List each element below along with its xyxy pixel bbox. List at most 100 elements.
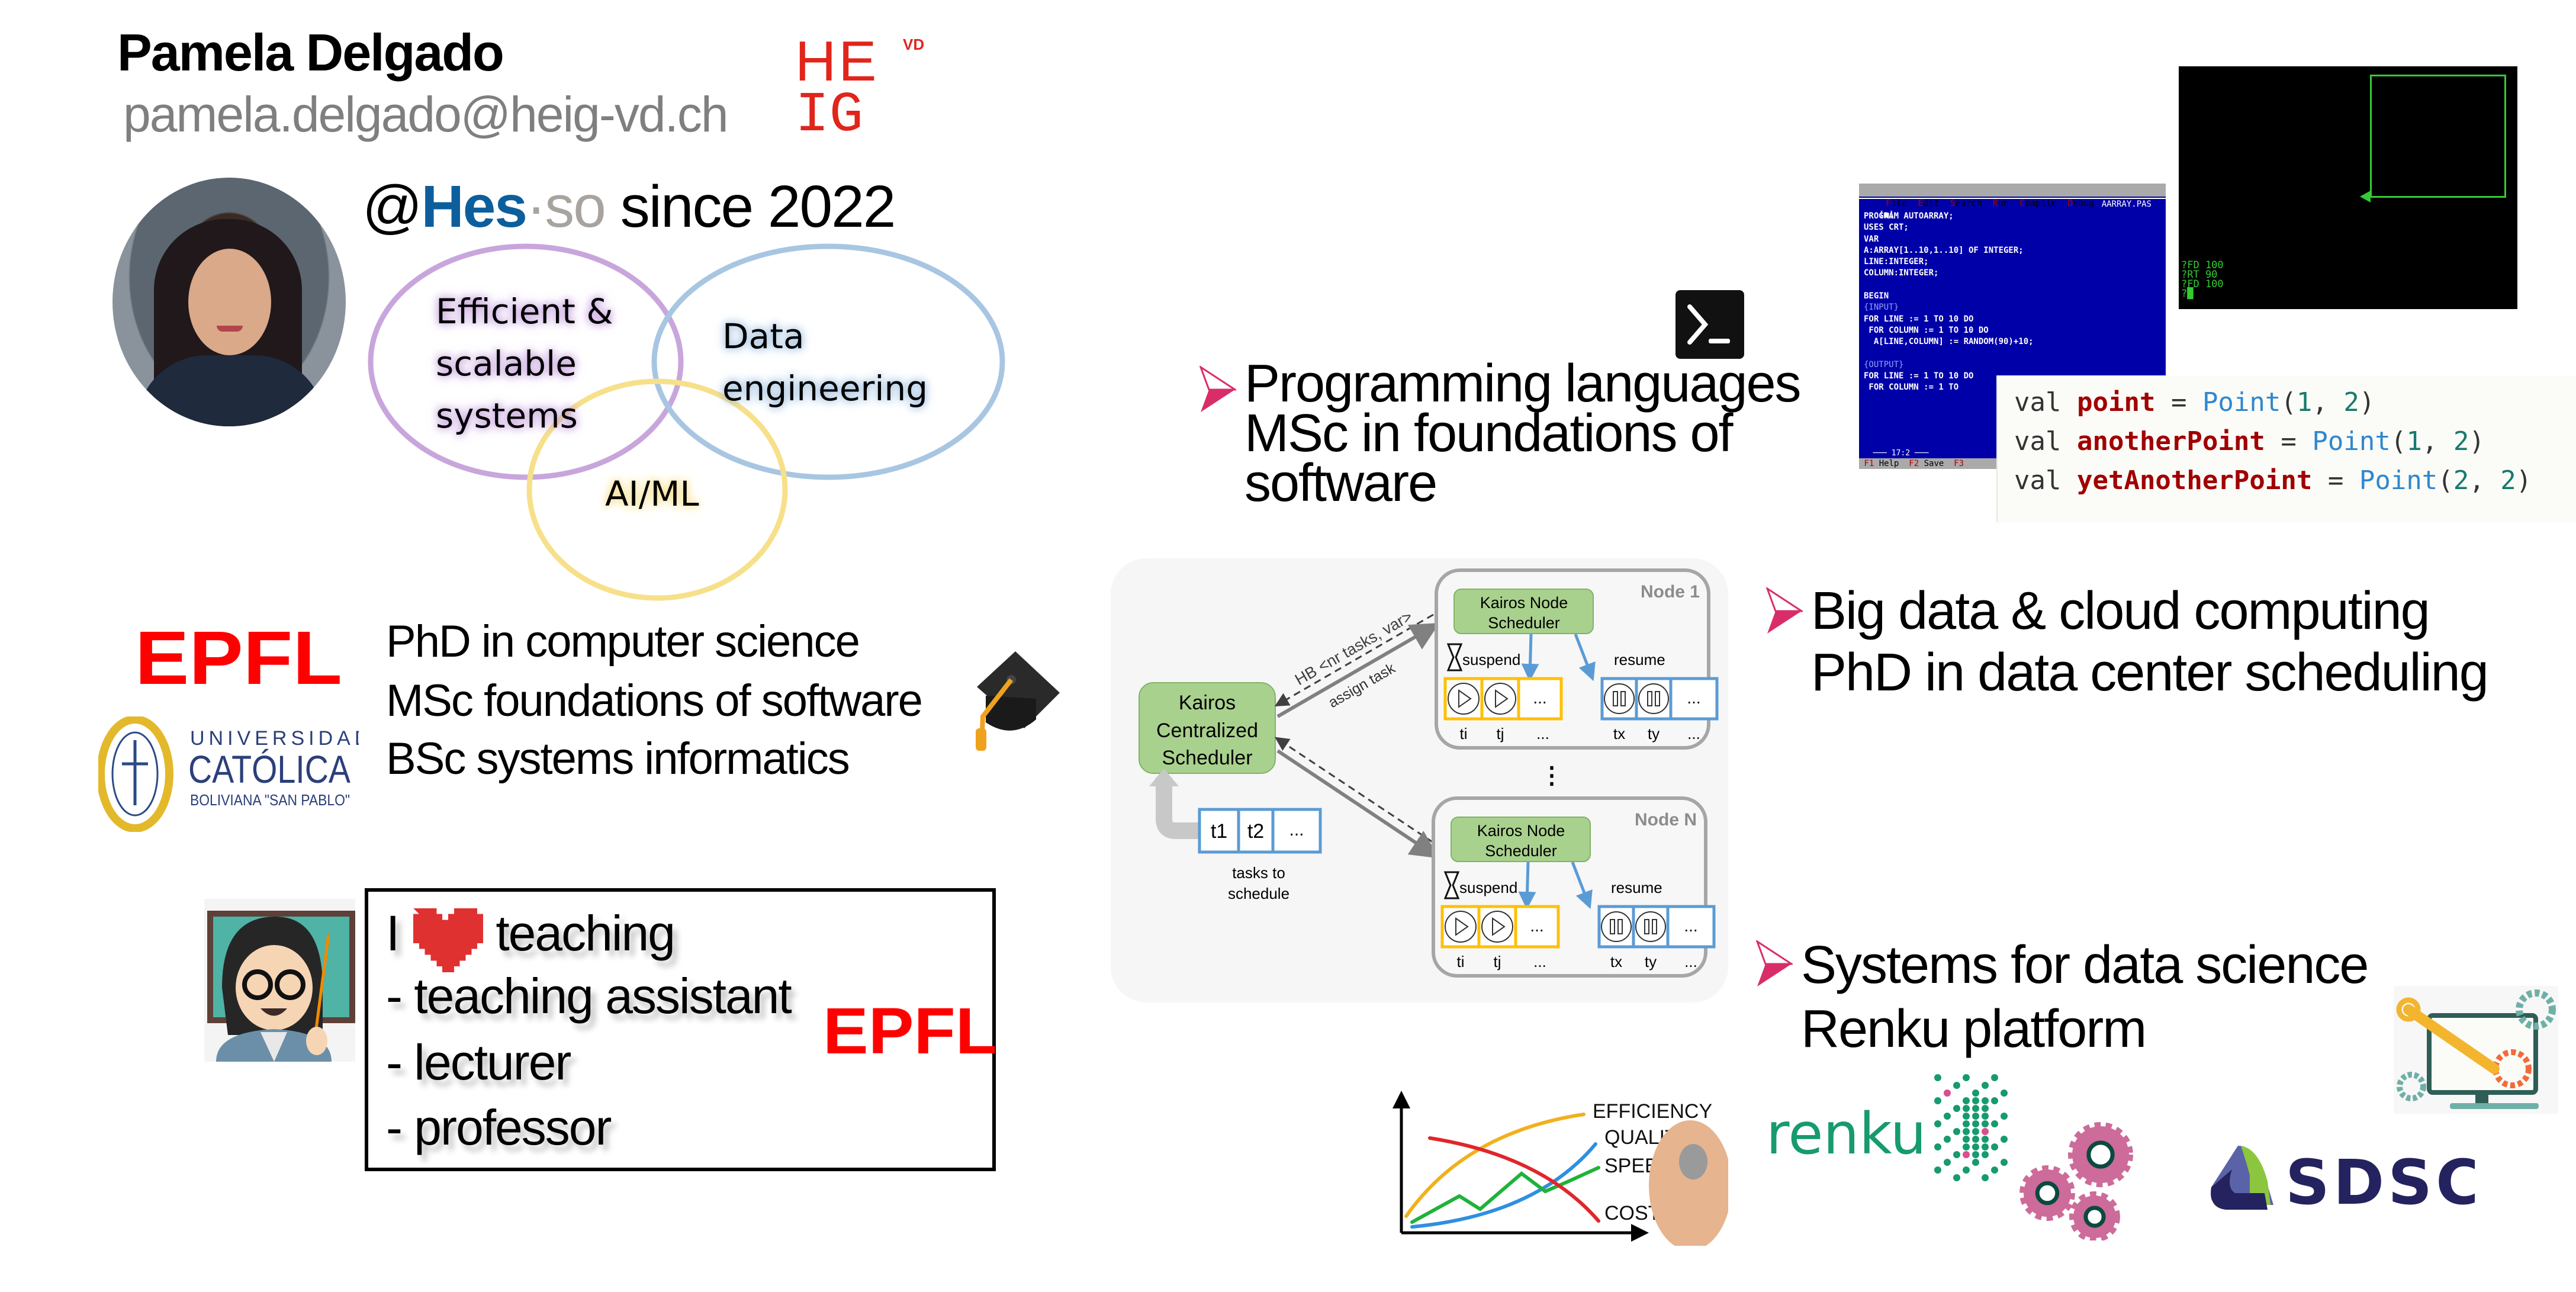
teaching-i: I	[386, 905, 400, 962]
pause-icon	[1635, 911, 1666, 942]
paused-task-label: ...	[1687, 725, 1700, 743]
turtle-drawn-square	[2370, 75, 2506, 198]
renku-dot	[1963, 1151, 1970, 1158]
renku-dot	[2001, 1136, 2008, 1143]
suspend-arrow	[1521, 634, 1539, 682]
play-icon	[1484, 683, 1516, 715]
pascal-titlebar: [■] AARRAY.PAS	[1859, 198, 2166, 220]
venn-label-efficient-systems: Efficient & scalable systems	[436, 285, 613, 442]
pascal-menu-item[interactable]: Search	[1944, 198, 1988, 208]
suspend-arrow	[1518, 862, 1536, 909]
running-task-label: ...	[1536, 725, 1549, 743]
pascal-fkey[interactable]: F2 Save	[1903, 459, 1949, 468]
trend-line-cost	[1428, 1136, 1600, 1223]
renku-dot	[1982, 1151, 1989, 1158]
topic-line: MSc in foundations of	[1244, 404, 1734, 463]
running-task-label: tj	[1497, 725, 1504, 743]
central-scheduler-box	[1139, 682, 1276, 774]
gears-icon	[2019, 1122, 2133, 1240]
pascal-menu-item[interactable]: Edit	[1912, 198, 1945, 208]
renku-dot	[1963, 1136, 1970, 1143]
profile-photo	[112, 178, 346, 426]
heig-logo-superscript: VD	[903, 36, 924, 53]
renku-dot	[2001, 1159, 2008, 1166]
logo-turtle-screenshot: ?FD 100?RT 90?FD 100?█	[2179, 66, 2517, 309]
paused-task-slot	[1635, 677, 1673, 721]
renku-dot	[1953, 1151, 1960, 1158]
since-year: since 2022	[604, 173, 896, 240]
hes-so-affiliation: @Hes·so since 2022	[362, 173, 896, 241]
queue-slot	[1271, 808, 1322, 854]
topic-text: Big data & cloud computing PhD in data c…	[1811, 580, 2489, 703]
terminal-icon	[1675, 290, 1744, 359]
renku-dot	[1963, 1074, 1970, 1081]
renku-dot	[1991, 1120, 1998, 1127]
education-phd: PhD in computer science	[386, 616, 860, 667]
renku-dot	[1934, 1143, 1941, 1150]
venn-label-line: scalable	[436, 343, 577, 384]
renku-dot	[1934, 1097, 1941, 1104]
pascal-code-line: FOR COLUMN := 1 TO	[1864, 383, 1959, 393]
resume-label: resume	[1614, 651, 1665, 669]
renku-dot	[1944, 1089, 1951, 1097]
queue-task: t2	[1247, 820, 1264, 843]
renku-dot	[1963, 1105, 1970, 1112]
renku-dot	[1982, 1105, 1989, 1112]
teaching-role: - lecturer	[386, 1034, 571, 1090]
venn-circle-ai-ml	[526, 378, 788, 601]
assign-arrow-node1	[1276, 622, 1440, 718]
presenter-email[interactable]: pamela.delgado@heig-vd.ch	[123, 86, 729, 142]
running-task-slot	[1514, 905, 1560, 949]
logo-command-line: ?FD 100	[2181, 259, 2224, 271]
heartbeat-arrow-noden	[1275, 737, 1434, 844]
hes-so-logo-dot: ·	[526, 173, 546, 240]
queue-feed-arrow	[1156, 777, 1199, 839]
pascal-menu-item[interactable]: Compile	[2014, 198, 2063, 208]
pascal-menu-item[interactable]: File	[1880, 198, 1913, 208]
heig-logo-line1: HE	[795, 34, 879, 93]
scala-line: val anotherPoint = Point(1, 2)	[2014, 426, 2485, 457]
renku-dot	[1991, 1097, 1998, 1104]
pascal-code-line: COLUMN:INTEGER;	[1864, 268, 1939, 278]
running-task-slot	[1477, 905, 1517, 949]
heig-vd-logo: HE IG VD	[795, 30, 931, 147]
queue-task: t1	[1211, 820, 1227, 843]
trend-line-efficiency	[1404, 1113, 1586, 1218]
logo-command-line: ?FD 100	[2181, 278, 2224, 290]
graduation-cap-icon	[976, 651, 1060, 751]
paused-task-label: ty	[1648, 725, 1660, 743]
pascal-fkey[interactable]: F3	[1948, 459, 1964, 468]
central-scheduler-label: Scheduler	[1162, 747, 1252, 769]
pascal-fkey[interactable]: F1 Help	[1859, 459, 1904, 468]
epfl-logo-text: EPFL	[135, 625, 342, 689]
hand-illustration	[1649, 1120, 1728, 1246]
pascal-status-line: ─── 17:2 ───	[1859, 449, 1929, 458]
heartbeat-arrow-node1	[1274, 613, 1434, 707]
renku-dot	[1982, 1136, 1989, 1143]
pascal-code-line: FOR LINE := 1 TO 10 DO	[1864, 314, 1974, 324]
paused-task-label: ty	[1645, 953, 1657, 970]
renku-dot	[1991, 1074, 1998, 1081]
teaching-love-line: I teaching	[386, 902, 676, 972]
renku-logo: renku	[1766, 1074, 2008, 1181]
renku-dot	[1963, 1113, 1970, 1120]
renku-dot	[1972, 1159, 1979, 1166]
teaching-role: - professor	[386, 1100, 612, 1155]
sdsc-logo-text: SDSC	[2285, 1146, 2475, 1214]
venn-label-ai-ml: AI/ML	[605, 474, 699, 514]
pascal-menu-item[interactable]: Run	[1987, 198, 2014, 208]
pascal-menu-item[interactable]: Debug	[2062, 198, 2100, 208]
running-task-slot	[1440, 905, 1481, 949]
renku-dot	[1972, 1128, 1979, 1135]
task-ellipsis: ...	[1684, 917, 1697, 935]
ucb-line3: BOLIVIANA "SAN PABLO"	[190, 791, 350, 809]
venn-label-line: Efficient &	[436, 291, 613, 332]
renku-dot	[1972, 1113, 1979, 1120]
pascal-cursor-pos: 17:2	[1891, 449, 1911, 458]
node-title: Node N	[1635, 810, 1697, 830]
pause-icon	[1604, 683, 1635, 714]
node-scheduler-label: Kairos Node	[1477, 822, 1565, 840]
queue-caption: tasks to	[1232, 864, 1285, 882]
